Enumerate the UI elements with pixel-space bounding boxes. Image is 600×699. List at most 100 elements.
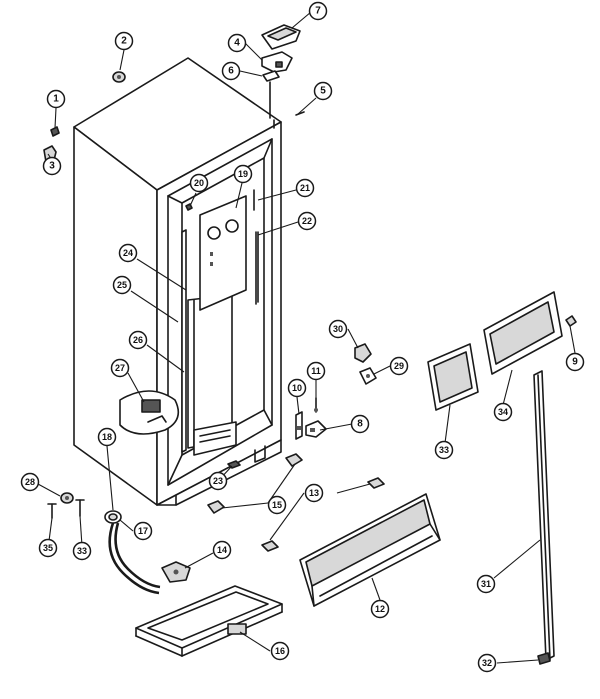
callout-12: 12 — [370, 599, 390, 619]
part-6-hinge-shim — [262, 70, 280, 119]
part-13-toe-grille-clip — [367, 477, 385, 489]
part-17-drain-tube — [104, 510, 161, 595]
part-13b-toe-grille-clip — [261, 540, 279, 552]
part-34-door-shelf — [483, 291, 563, 375]
svg-text:6: 6 — [228, 66, 234, 77]
svg-text:7: 7 — [315, 6, 321, 17]
part-33-door-shelf — [427, 343, 479, 411]
callout-15: 15 — [267, 495, 287, 515]
svg-text:23: 23 — [213, 476, 223, 486]
callout-4: 4 — [227, 33, 247, 53]
callout-9: 9 — [565, 352, 585, 372]
svg-text:4: 4 — [234, 38, 240, 49]
callout-3: 3 — [42, 156, 62, 176]
svg-text:30: 30 — [333, 324, 343, 334]
part-32-end-cap — [537, 652, 551, 665]
svg-text:26: 26 — [133, 335, 143, 345]
callout-10: 10 — [287, 378, 307, 398]
svg-text:33: 33 — [77, 546, 87, 556]
svg-text:17: 17 — [138, 526, 148, 536]
control-panel — [199, 195, 247, 311]
drain-assembly — [119, 390, 180, 435]
rating-label-plate — [193, 421, 237, 456]
callout-14: 14 — [212, 540, 232, 560]
callout-16: 16 — [270, 641, 290, 661]
part-29-door-stop — [359, 367, 377, 385]
svg-text:15: 15 — [272, 500, 282, 510]
part-12-toe-grille — [299, 493, 441, 607]
callout-28: 28 — [20, 472, 40, 492]
callout-2: 2 — [114, 31, 134, 51]
svg-text:3: 3 — [49, 161, 55, 172]
callout-34: 34 — [493, 402, 513, 422]
part-4-top-hinge — [261, 51, 293, 73]
callout-32: 32 — [477, 653, 497, 673]
callout-22: 22 — [297, 211, 317, 231]
svg-text:20: 20 — [194, 178, 204, 188]
callout-27: 27 — [110, 358, 130, 378]
svg-text:34: 34 — [498, 407, 508, 417]
svg-text:27: 27 — [115, 363, 125, 373]
svg-text:16: 16 — [275, 646, 285, 656]
callout-33-lower: 33 — [72, 541, 92, 561]
part-15-hinge-bracket — [285, 453, 303, 467]
callout-31: 31 — [476, 574, 496, 594]
callout-6: 6 — [221, 61, 241, 81]
svg-text:24: 24 — [123, 248, 133, 258]
svg-text:12: 12 — [375, 604, 385, 614]
svg-text:2: 2 — [121, 36, 127, 47]
callout-17: 17 — [133, 521, 153, 541]
callout-23: 23 — [208, 471, 228, 491]
part-28-fitting — [60, 492, 74, 504]
callout-33: 33 — [434, 440, 454, 460]
callout-26: 26 — [128, 330, 148, 350]
svg-text:14: 14 — [217, 545, 227, 555]
part-7-hinge-cover — [261, 24, 301, 50]
svg-text:32: 32 — [482, 658, 492, 668]
svg-text:1: 1 — [53, 94, 59, 105]
callout-11: 11 — [306, 361, 326, 381]
svg-text:28: 28 — [25, 477, 35, 487]
part-35-screw — [47, 503, 57, 519]
callout-13: 13 — [304, 483, 324, 503]
callout-21: 21 — [295, 178, 315, 198]
leader-lines — [37, 11, 576, 664]
callout-5: 5 — [313, 81, 333, 101]
svg-text:8: 8 — [357, 419, 363, 430]
callout-29: 29 — [389, 356, 409, 376]
svg-text:5: 5 — [320, 86, 326, 97]
svg-text:31: 31 — [481, 579, 491, 589]
part-14-drain-valve — [161, 561, 191, 583]
part-9-clip — [565, 315, 577, 327]
part-5-screw — [295, 111, 305, 116]
part-1-clip — [50, 126, 60, 137]
svg-text:13: 13 — [309, 488, 319, 498]
svg-text:10: 10 — [292, 383, 302, 393]
callout-1: 1 — [46, 89, 66, 109]
callout-24: 24 — [118, 243, 138, 263]
part-10-hinge — [295, 411, 303, 440]
svg-text:29: 29 — [394, 361, 404, 371]
callout-8: 8 — [350, 414, 370, 434]
callout-7: 7 — [308, 1, 328, 21]
svg-text:22: 22 — [302, 216, 312, 226]
svg-text:11: 11 — [311, 366, 321, 376]
callout-20: 20 — [189, 173, 209, 193]
part-15b-bracket — [207, 500, 225, 514]
part-11-screw — [314, 397, 318, 413]
svg-text:18: 18 — [102, 432, 112, 442]
svg-text:19: 19 — [238, 169, 248, 179]
svg-text:35: 35 — [43, 543, 53, 553]
part-16-drain-pan — [135, 585, 283, 657]
callout-25: 25 — [112, 275, 132, 295]
part-30-door-stop — [354, 343, 372, 363]
svg-text:25: 25 — [117, 280, 127, 290]
part-2-plug — [112, 71, 126, 83]
svg-text:9: 9 — [572, 357, 578, 368]
callout-19: 19 — [233, 164, 253, 184]
part-33b-screw — [75, 499, 85, 517]
callout-35: 35 — [38, 538, 58, 558]
part-8-bottom-hinge — [305, 420, 327, 438]
svg-text:33: 33 — [439, 445, 449, 455]
